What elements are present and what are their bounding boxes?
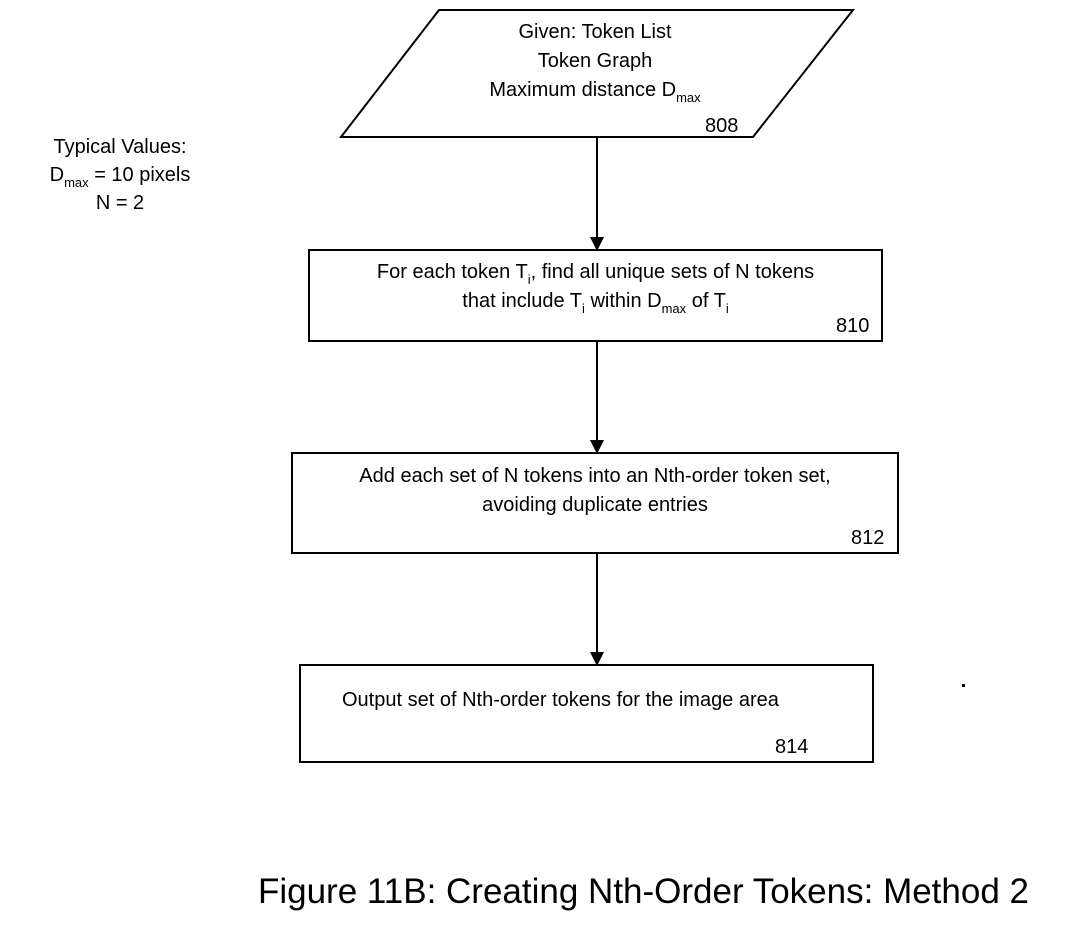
side-note-line3: N = 2 [95, 192, 145, 214]
side-note-line2: Dmax = 10 pixels [20, 161, 220, 191]
node-810-box [308, 249, 883, 342]
node-814-box [299, 664, 874, 763]
node-810-line2-sub3: i [725, 301, 729, 316]
node-812-line2: avoiding duplicate entries [482, 494, 708, 516]
stray-dot [962, 684, 965, 687]
node-810-line1-a: For each token T [376, 261, 528, 283]
node-810-line2-sub2: max [661, 301, 687, 316]
node-812-box [291, 452, 899, 554]
node-810-line2: that include Ti within Dmax of Ti [309, 287, 882, 317]
node-810-line2-a: that include T [462, 290, 582, 312]
node-810-line1: For each token Ti, find all unique sets … [309, 258, 882, 288]
node-810-ref: 810 [836, 315, 870, 337]
side-note-dmax-symbol: D [49, 164, 65, 186]
side-note-line1: Typical Values: [53, 136, 187, 158]
side-note-dmax-subscript: max [64, 175, 89, 190]
node-808-parallelogram [338, 9, 856, 138]
node-808-ref: 808 [705, 115, 739, 137]
node-810-line2-sub1: i [582, 301, 585, 316]
node-814-ref: 814 [775, 736, 809, 758]
node-808-line3-text: Maximum distance D [489, 79, 677, 101]
node-808-line3: Maximum distance Dmax [445, 76, 745, 106]
figure-caption: Figure 11B: Creating Nth-Order Tokens: M… [257, 872, 1029, 911]
side-note-dmax-value: = 10 pixels [88, 164, 191, 186]
node-810-line2-c: of T [686, 290, 726, 312]
node-812-line1: Add each set of N tokens into an Nth-ord… [359, 465, 831, 487]
node-808-line2: Token Graph [537, 50, 653, 72]
node-814-line1: Output set of Nth-order tokens for the i… [342, 689, 779, 711]
node-808-line3-subscript: max [676, 90, 701, 105]
node-810-line1-b: , find all unique sets of N tokens [530, 261, 815, 283]
node-808-line1: Given: Token List [518, 21, 672, 43]
node-810-line2-b: within D [584, 290, 662, 312]
node-812-ref: 812 [851, 527, 885, 549]
node-810-line1-sub: i [527, 272, 531, 287]
